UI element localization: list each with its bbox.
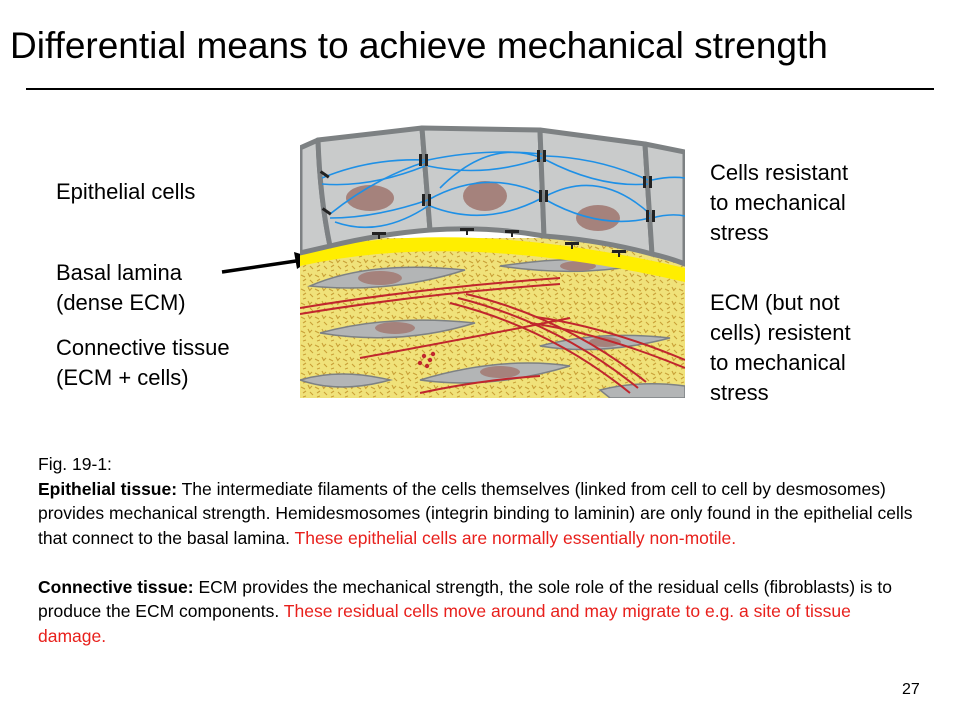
label-connective-tissue: Connective tissue (ECM + cells) — [56, 333, 230, 393]
label-ecm-resistant: ECM (but not cells) resistent to mechani… — [710, 288, 851, 408]
page-number: 27 — [902, 681, 920, 698]
fiber-cross-section — [417, 351, 436, 369]
cell-nuclei — [346, 181, 620, 231]
label-ecm-resistant-line4: stress — [710, 380, 769, 405]
fibroblast-cells — [300, 258, 685, 398]
label-epithelial-cells: Epithelial cells — [56, 177, 195, 207]
collagen-fibers — [300, 277, 685, 394]
label-connective-line1: Connective tissue — [56, 335, 230, 360]
caption-connective-paragraph: Connective tissue: ECM provides the mech… — [38, 575, 923, 649]
label-cells-resistant: Cells resistant to mechanical stress — [710, 158, 848, 248]
title-underline — [26, 88, 934, 90]
label-basal-line1: Basal lamina — [56, 260, 182, 285]
caption-connective-heading: Connective tissue: — [38, 576, 194, 597]
label-connective-line2: (ECM + cells) — [56, 365, 189, 390]
desmosomes — [319, 150, 655, 222]
figure-caption: Fig. 19-1: Epithelial tissue: The interm… — [38, 452, 923, 648]
label-cells-resistant-line2: to mechanical — [710, 190, 846, 215]
caption-spacer — [38, 550, 923, 575]
caption-epithelial-heading: Epithelial tissue: — [38, 478, 178, 499]
label-basal-line2: (dense ECM) — [56, 290, 186, 315]
caption-connective-highlight: These residual cells move around and may… — [38, 601, 851, 646]
label-epithelial-text: Epithelial cells — [56, 179, 196, 204]
caption-epithelial-text: The intermediate filaments of the cells … — [38, 478, 913, 548]
caption-epithelial-highlight: These epithelial cells are normally esse… — [294, 527, 737, 548]
caption-connective-text: ECM provides the mechanical strength, th… — [38, 576, 892, 622]
label-ecm-resistant-line1: ECM (but not — [710, 290, 840, 315]
basal-lamina-band — [300, 237, 685, 282]
label-cells-resistant-line1: Cells resistant — [710, 160, 849, 185]
label-basal-lamina: Basal lamina (dense ECM) — [56, 258, 186, 318]
label-ecm-resistant-line3: to mechanical — [710, 350, 846, 375]
slide-title: Differential means to achieve mechanical… — [10, 25, 828, 66]
caption-epithelial-paragraph: Epithelial tissue: The intermediate fila… — [38, 477, 923, 551]
intermediate-filaments — [321, 151, 685, 229]
label-cells-resistant-line3: stress — [710, 220, 769, 245]
caption-fig-ref: Fig. 19-1: — [38, 454, 112, 474]
tissue-illustration — [300, 125, 685, 398]
label-ecm-resistant-line2: cells) resistent — [710, 320, 851, 345]
hemidesmosomes — [372, 228, 626, 257]
